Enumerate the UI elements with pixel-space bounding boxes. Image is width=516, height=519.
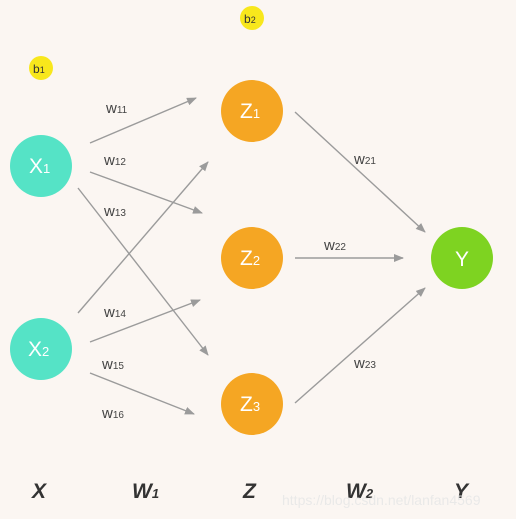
weight-w15: w15 [101, 356, 124, 373]
layer-label-w2: W2 [346, 480, 374, 503]
edge-z1-y [294, 111, 426, 233]
node-z2: Z2 [221, 227, 283, 289]
weight-w16: w16 [101, 405, 124, 422]
node-z3: Z3 [221, 373, 283, 435]
weight-w12: w12 [103, 152, 126, 169]
layer2-connections [294, 111, 426, 404]
bias-b2: b2 [240, 6, 264, 30]
weight-w23: w23 [353, 355, 376, 372]
layer-label-x: X [31, 480, 48, 503]
weight-w14: w14 [103, 304, 126, 321]
svg-text:b1: b1 [33, 62, 45, 76]
svg-text:Y: Y [455, 248, 469, 271]
layer-label-w1: W1 [132, 480, 159, 503]
weight-w22: w22 [323, 237, 346, 254]
edge-x2-z3 [89, 372, 195, 415]
weight-w21: w21 [353, 151, 376, 168]
svg-text:Z3: Z3 [240, 393, 260, 416]
svg-text:Z1: Z1 [240, 100, 260, 123]
edge-z3-y [294, 287, 426, 404]
watermark-text: https://blog.csdn.net/lanfan4569 [282, 492, 481, 508]
svg-text:Z2: Z2 [240, 247, 260, 270]
svg-text:b2: b2 [244, 12, 256, 26]
edge-x2-z1 [77, 161, 209, 314]
layer-label-y: Y [454, 480, 470, 503]
layer-labels: X W1 Z W2 Y [31, 480, 470, 503]
weight-w11: w11 [105, 100, 128, 117]
edge-x1-z3 [77, 187, 209, 356]
bias-b1: b1 [29, 56, 53, 80]
edge-x1-z2 [89, 171, 203, 214]
edge-x2-z2 [89, 299, 201, 343]
node-x2: X2 [10, 318, 72, 380]
svg-text:X1: X1 [29, 155, 50, 178]
weight-w13: w13 [103, 203, 126, 220]
layer-label-z: Z [242, 480, 257, 503]
weight-labels: w11 w12 w13 w14 w15 w16 w21 w22 w23 [101, 100, 376, 422]
node-z1: Z1 [221, 80, 283, 142]
edge-x1-z1 [89, 97, 197, 144]
node-y: Y [431, 227, 493, 289]
node-x1: X1 [10, 135, 72, 197]
svg-text:X2: X2 [28, 338, 49, 361]
layer1-connections [77, 97, 209, 415]
